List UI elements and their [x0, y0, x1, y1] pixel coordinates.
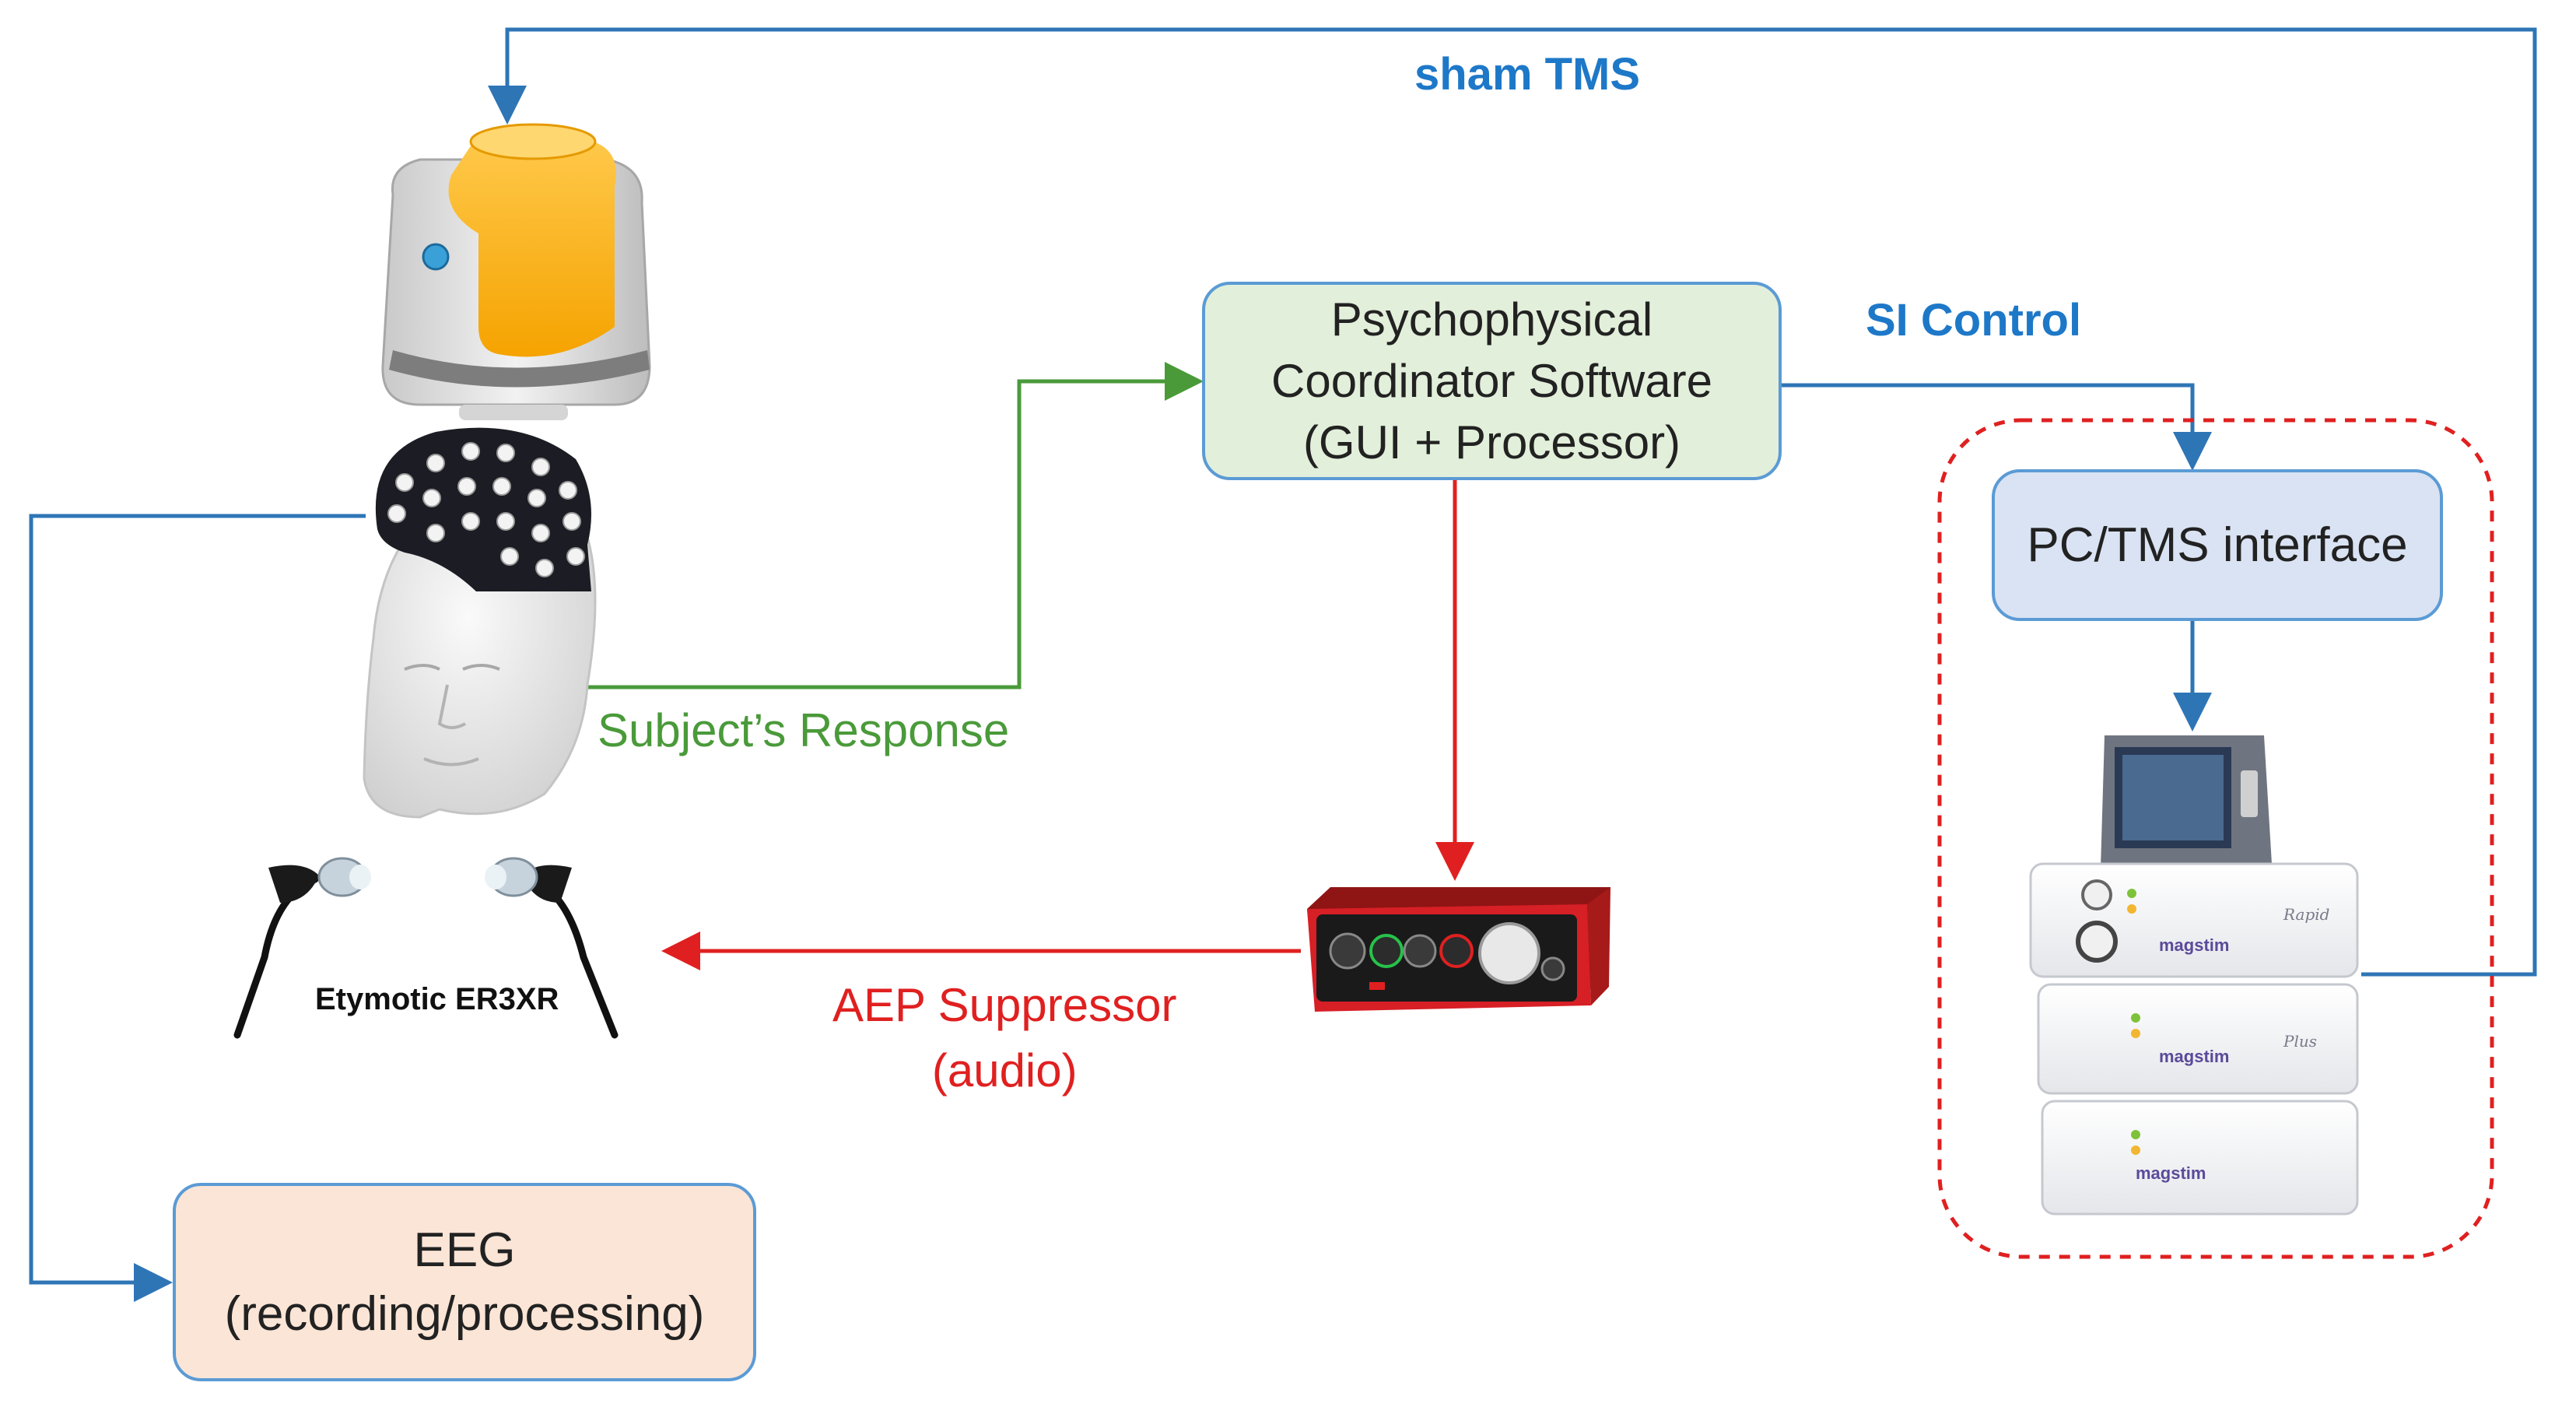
tms-model-label-1: Rapid: [2283, 905, 2329, 924]
eeg-cap-icon: [375, 427, 591, 591]
si-control-label: SI Control: [1866, 295, 2082, 346]
sham-tms-arrow: [488, 27, 2537, 977]
eeg-box: EEG (recording/processing): [173, 1183, 756, 1381]
earphones-icon: [233, 857, 619, 1039]
tms-model-label-2: Plus: [2283, 1032, 2317, 1051]
pc-tms-interface-box: PC/TMS interface: [1992, 469, 2443, 621]
coordinator-line-1: Psychophysical: [1330, 293, 1653, 346]
sham-tms-label: sham TMS: [1414, 49, 1641, 100]
audio-interface-icon: [1307, 887, 1610, 1012]
eeg-signal-arrow: [29, 514, 366, 1302]
tms-brand-label-1: magstim: [2159, 935, 2229, 955]
pc-tms-interface-label: PC/TMS interface: [2027, 518, 2408, 572]
si-control-arrow: [1782, 383, 2212, 471]
coordinator-software-box: Psychophysical Coordinator Software (GUI…: [1202, 282, 1782, 480]
eeg-line-2: (recording/processing): [224, 1286, 705, 1341]
tms-coil-icon: [381, 123, 651, 420]
earphones-label: Etymotic ER3XR: [315, 982, 559, 1016]
aep-suppressor-line-2: (audio): [931, 1044, 1078, 1096]
coordinator-line-2: Coordinator Software: [1271, 354, 1712, 407]
tms-brand-label-3: magstim: [2136, 1163, 2206, 1183]
tms-brand-label-2: magstim: [2159, 1047, 2229, 1066]
coordinator-line-3: (GUI + Processor): [1302, 416, 1681, 469]
tms-system-group: [1937, 418, 2494, 1259]
aep-suppressor-line-1: AEP Suppressor: [832, 979, 1177, 1031]
subject-response-arrow: [585, 362, 1204, 689]
tms-stimulator-icon: magstim Rapid magstim Plus magstim: [2029, 735, 2359, 1216]
eeg-line-1: EEG: [413, 1223, 516, 1277]
subject-response-label: Subject’s Response: [598, 704, 1010, 756]
aep-suppressor-label: AEP Suppressor (audio): [832, 973, 1176, 1103]
